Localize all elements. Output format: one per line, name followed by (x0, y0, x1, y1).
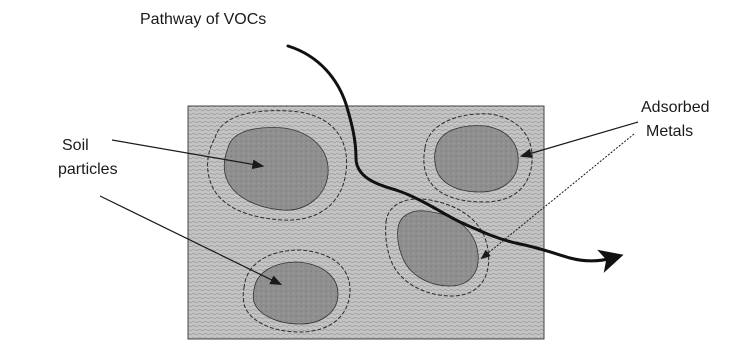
particle-core (435, 126, 519, 192)
adsorbed-label-line2: Metals (646, 123, 693, 140)
soil-particle-top-right (424, 114, 532, 202)
soil-label-line2: particles (58, 161, 118, 178)
soil-label-line1: Soil (62, 137, 89, 154)
soil-particle-top-left (208, 111, 347, 220)
pathway-label: Pathway of VOCs (140, 11, 266, 28)
adsorbed-label-line1: Adsorbed (641, 99, 710, 116)
particle-core (253, 262, 338, 324)
soil-particle-bottom-left (243, 250, 350, 332)
